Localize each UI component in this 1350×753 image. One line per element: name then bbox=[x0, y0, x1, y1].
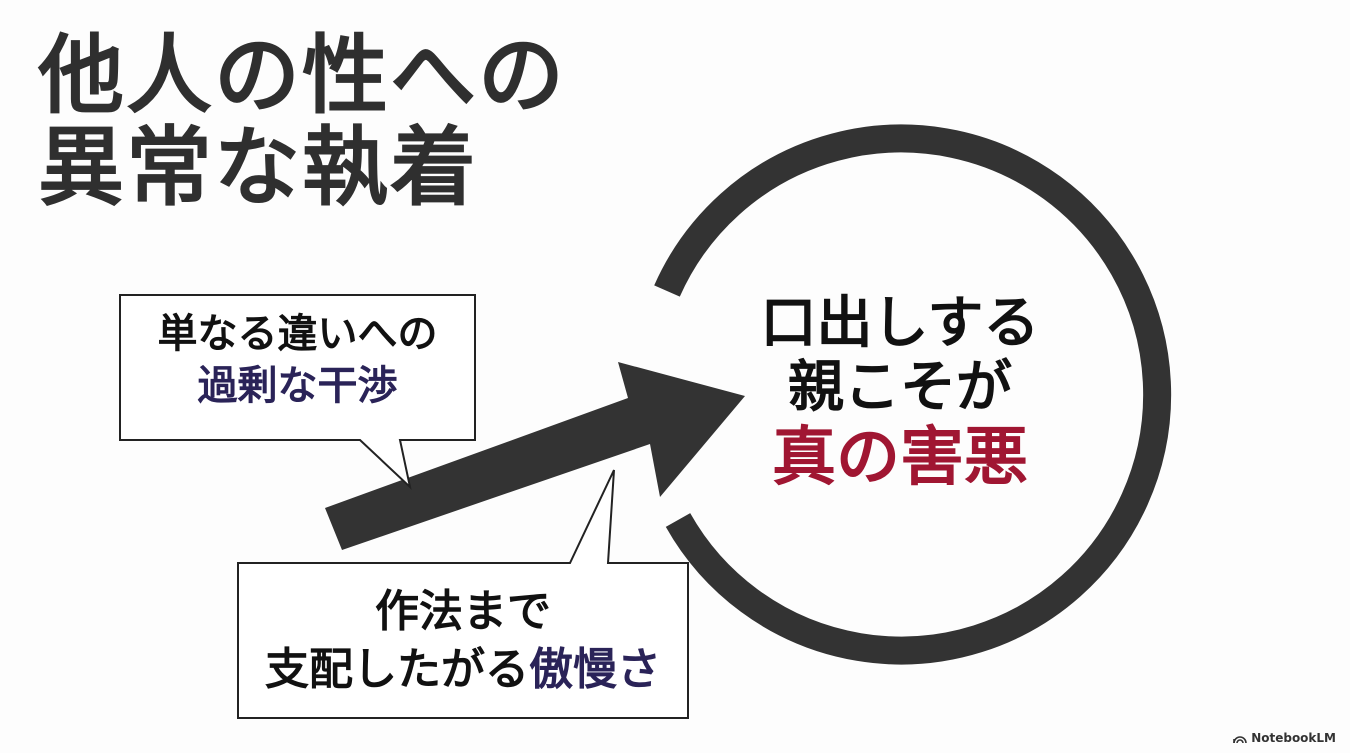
speech-bubble-top bbox=[119, 294, 476, 490]
circle-center-text: 口出しする 親こそが 真の害悪 bbox=[700, 292, 1100, 496]
speech-bubble-bottom bbox=[237, 469, 689, 719]
circle-highlight: 真の害悪 bbox=[772, 421, 1028, 495]
bubble-bottom-line-1: 作法まで bbox=[375, 586, 551, 637]
bubble-top-text: 単なる違いへの 過剰な干渉 bbox=[120, 308, 475, 412]
bubble-top-line-1: 単なる違いへの bbox=[157, 311, 438, 357]
branding-label: NotebookLM bbox=[1251, 731, 1336, 745]
bubble-bottom-prefix: 支配したがる bbox=[265, 644, 529, 695]
bubble-bottom-highlight: 傲慢さ bbox=[529, 644, 661, 695]
title-line-2: 異常な執着 bbox=[38, 118, 478, 218]
slide-title: 他人の性への 異常な執着 bbox=[38, 30, 566, 214]
title-line-1: 他人の性への bbox=[38, 26, 566, 126]
arrow-right-up-icon bbox=[325, 362, 745, 550]
circle-line-2: 親こそが bbox=[788, 355, 1012, 420]
bubble-bottom-line-2: 支配したがる傲慢さ bbox=[238, 641, 688, 699]
bubble-bottom-text: 作法まで 支配したがる傲慢さ bbox=[238, 583, 688, 699]
cycle-ring-icon bbox=[654, 124, 1172, 665]
notebooklm-branding: NotebookLM bbox=[1233, 731, 1336, 745]
bubble-top-highlight: 過剰な干渉 bbox=[197, 363, 398, 409]
notebooklm-logo-icon bbox=[1233, 735, 1247, 743]
circle-line-1: 口出しする bbox=[760, 291, 1040, 356]
